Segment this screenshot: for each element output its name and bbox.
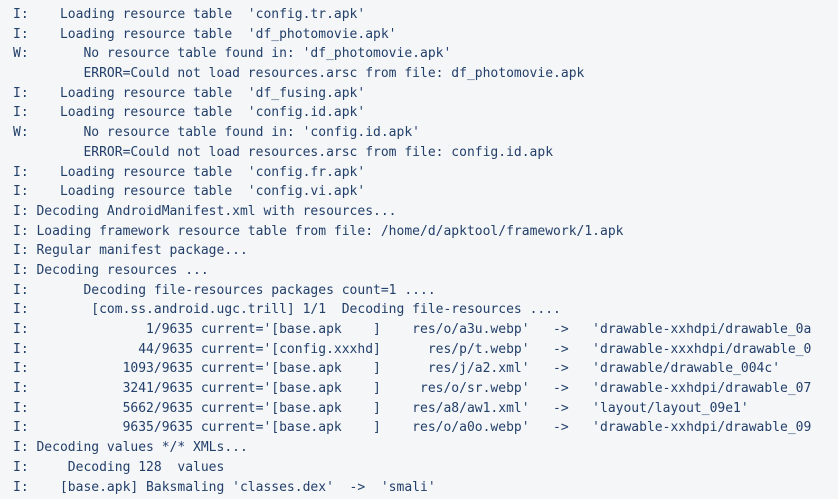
log-level: I: [13, 341, 29, 357]
log-message: ERROR=Could not load resources.arsc from… [13, 66, 585, 82]
log-message: 44/9635 current='[config.xxxhd] res/p/t.… [28, 341, 812, 357]
log-level: W: [13, 46, 29, 62]
log-line: I: [base.apk] Baksmaling 'classes.dex' -… [13, 478, 838, 498]
log-line: I: Loading resource table 'df_fusing.apk… [13, 84, 838, 104]
log-message: 5662/9635 current='[base.apk ] res/a8/aw… [28, 400, 749, 416]
log-line: I: Loading resource table 'config.tr.apk… [13, 5, 838, 25]
log-line: W: No resource table found in: 'df_photo… [13, 44, 838, 64]
log-message: No resource table found in: 'config.id.a… [28, 125, 420, 141]
log-level: I: [13, 440, 29, 456]
log-message: [base.apk] Baksmaling 'classes.dex' -> '… [28, 479, 436, 495]
log-message: Decoding values */* XMLs... [28, 440, 248, 456]
log-message: Loading resource table 'config.id.apk' [28, 105, 366, 121]
log-line: I: 9635/9635 current='[base.apk ] res/o/… [13, 418, 838, 438]
log-level: I: [13, 459, 29, 475]
log-level: I: [13, 322, 29, 337]
log-level: I: [13, 105, 29, 121]
log-line: I: Loading resource table 'config.vi.apk… [13, 182, 838, 202]
log-message: 9635/9635 current='[base.apk ] res/o/a0o… [28, 420, 812, 436]
log-line: ERROR=Could not load resources.arsc from… [13, 64, 838, 84]
log-line: I: Decoding file-resources packages coun… [13, 281, 838, 301]
log-level: I: [13, 164, 29, 180]
log-level: I: [13, 26, 29, 42]
log-line: I: 1/9635 current='[base.apk ] res/o/a3u… [13, 320, 838, 340]
log-level: I: [13, 381, 29, 397]
log-level: I: [13, 361, 29, 377]
log-message: No resource table found in: 'df_photomov… [28, 46, 452, 62]
log-level: I: [13, 302, 29, 318]
log-line: I: 1093/9635 current='[base.apk ] res/j/… [13, 359, 838, 379]
log-message: Loading resource table 'config.fr.apk' [28, 164, 366, 180]
log-message: [com.ss.android.ugc.trill] 1/1 Decoding … [28, 302, 561, 318]
log-line: I: 3241/9635 current='[base.apk ] res/o/… [13, 379, 838, 399]
log-line: I: Loading resource table 'df_photomovie… [13, 25, 838, 45]
log-level: I: [13, 243, 29, 259]
log-level: I: [13, 7, 29, 22]
log-line: I: [com.ss.android.ugc.trill] 1/1 Decodi… [13, 300, 838, 320]
log-level: I: [13, 184, 29, 200]
log-message: Decoding resources ... [28, 262, 209, 278]
log-line: I: Loading resource table 'config.id.apk… [13, 103, 838, 123]
log-level: I: [13, 420, 29, 436]
log-line: I: Loading framework resource table from… [13, 222, 838, 242]
log-level: I: [13, 400, 29, 416]
log-line: I: Decoding 128 values [13, 458, 838, 478]
log-line: I: Decoding values */* XMLs... [13, 438, 838, 458]
log-message: Decoding 128 values [28, 459, 225, 475]
log-level: I: [13, 282, 29, 298]
log-line: W: No resource table found in: 'config.i… [13, 123, 838, 143]
log-message: 1093/9635 current='[base.apk ] res/j/a2.… [28, 361, 781, 377]
log-level: W: [13, 125, 29, 141]
log-line: I: Decoding AndroidManifest.xml with res… [13, 202, 838, 222]
log-level: I: [13, 479, 29, 495]
log-message: Loading resource table 'config.vi.apk' [28, 184, 366, 200]
log-message: 3241/9635 current='[base.apk ] res/o/sr.… [28, 381, 812, 397]
log-line: ERROR=Could not load resources.arsc from… [13, 143, 838, 163]
log-message: Loading resource table 'df_photomovie.ap… [28, 26, 397, 42]
log-message: Regular manifest package... [28, 243, 248, 259]
log-message: Decoding AndroidManifest.xml with resour… [28, 203, 397, 219]
log-level: I: [13, 223, 29, 239]
log-message: Decoding file-resources packages count=1… [28, 282, 436, 298]
log-message: Loading framework resource table from fi… [28, 223, 624, 239]
log-line: I: 44/9635 current='[config.xxxhd] res/p… [13, 340, 838, 360]
log-line: I: Regular manifest package... [13, 241, 838, 261]
log-line: I: Decoding resources ... [13, 261, 838, 281]
log-line: I: Loading resource table 'config.fr.apk… [13, 163, 838, 183]
log-line: I: 5662/9635 current='[base.apk ] res/a8… [13, 399, 838, 419]
log-message: 1/9635 current='[base.apk ] res/o/a3u.we… [28, 322, 812, 337]
log-level: I: [13, 203, 29, 219]
log-message: Loading resource table 'df_fusing.apk' [28, 85, 366, 101]
log-level: I: [13, 262, 29, 278]
log-message: Loading resource table 'config.tr.apk' [28, 7, 366, 22]
log-level: I: [13, 85, 29, 101]
log-message: ERROR=Could not load resources.arsc from… [13, 144, 554, 160]
